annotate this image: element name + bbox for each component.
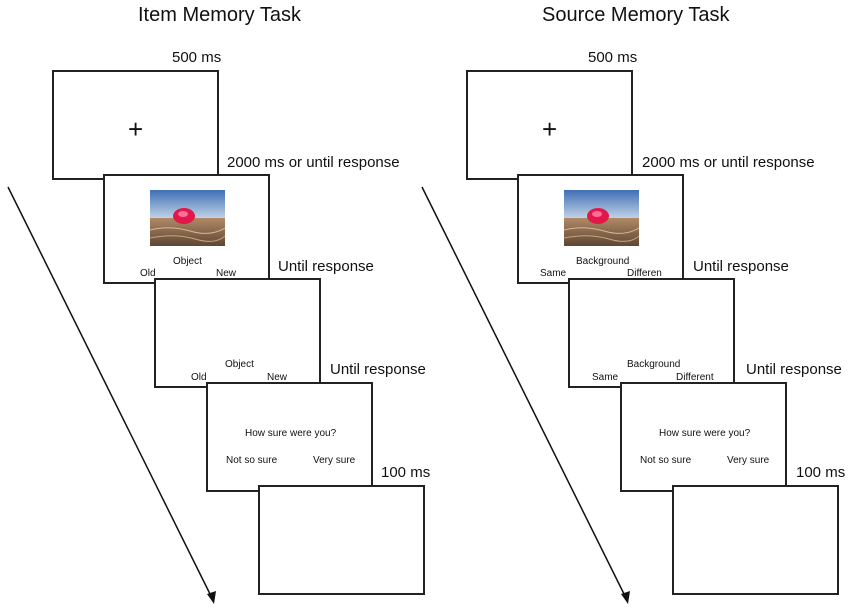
option-left: Old bbox=[140, 268, 156, 279]
prompt-label: Object bbox=[225, 359, 254, 370]
test-screen: Background Same Different bbox=[568, 278, 735, 388]
blank-screen bbox=[672, 485, 839, 595]
time-arrow bbox=[421, 186, 630, 604]
option-right: Differen bbox=[627, 268, 662, 279]
timing-label-5: 100 ms bbox=[796, 464, 846, 481]
option-left: Same bbox=[592, 372, 619, 383]
panel-title: Source Memory Task bbox=[542, 4, 730, 26]
timing-label-1: 500 ms bbox=[588, 49, 638, 66]
confidence-question: How sure were you? bbox=[245, 428, 337, 439]
timing-label-1: 500 ms bbox=[172, 49, 222, 66]
test-screen: Object Old New bbox=[154, 278, 321, 388]
fixation-cross: + bbox=[542, 114, 558, 144]
timing-label-5: 100 ms bbox=[381, 464, 431, 481]
timing-label-3: Until response bbox=[278, 258, 374, 275]
option-right: Very sure bbox=[727, 455, 770, 466]
option-left: Not so sure bbox=[640, 455, 692, 466]
blank-screen bbox=[258, 485, 425, 595]
option-right: Different bbox=[676, 372, 714, 383]
study-screen: Object Old New bbox=[103, 174, 270, 284]
option-left: Old bbox=[191, 372, 207, 383]
study-screen: Background Same Differen bbox=[517, 174, 684, 284]
timing-label-2: 2000 ms or until response bbox=[642, 154, 815, 171]
desert-object-image bbox=[150, 190, 225, 246]
timing-label-2: 2000 ms or until response bbox=[227, 154, 400, 171]
fixation-screen: + bbox=[466, 70, 633, 180]
desert-photo-icon bbox=[150, 190, 225, 246]
confidence-screen: How sure were you? Not so sure Very sure bbox=[620, 382, 787, 492]
prompt-label: Background bbox=[627, 359, 681, 370]
fixation-screen: + bbox=[52, 70, 219, 180]
desert-object-image bbox=[564, 190, 639, 246]
time-arrow bbox=[7, 186, 216, 604]
item-memory-panel: Item Memory Task 500 ms + 2000 ms or unt… bbox=[0, 0, 430, 611]
option-right: Very sure bbox=[313, 455, 356, 466]
source-memory-panel: Source Memory Task 500 ms + 2000 ms or u… bbox=[414, 0, 845, 611]
timing-label-4: Until response bbox=[330, 361, 426, 378]
timing-label-3: Until response bbox=[693, 258, 789, 275]
option-left: Same bbox=[540, 268, 567, 279]
desert-photo-icon bbox=[564, 190, 639, 246]
prompt-label: Background bbox=[576, 256, 630, 267]
option-left: Not so sure bbox=[226, 455, 278, 466]
fixation-cross: + bbox=[128, 114, 144, 144]
option-right: New bbox=[216, 268, 237, 279]
prompt-label: Object bbox=[173, 256, 202, 267]
timing-label-4: Until response bbox=[746, 361, 842, 378]
option-right: New bbox=[267, 372, 288, 383]
confidence-question: How sure were you? bbox=[659, 428, 751, 439]
panel-title: Item Memory Task bbox=[138, 4, 301, 26]
confidence-screen: How sure were you? Not so sure Very sure bbox=[206, 382, 373, 492]
